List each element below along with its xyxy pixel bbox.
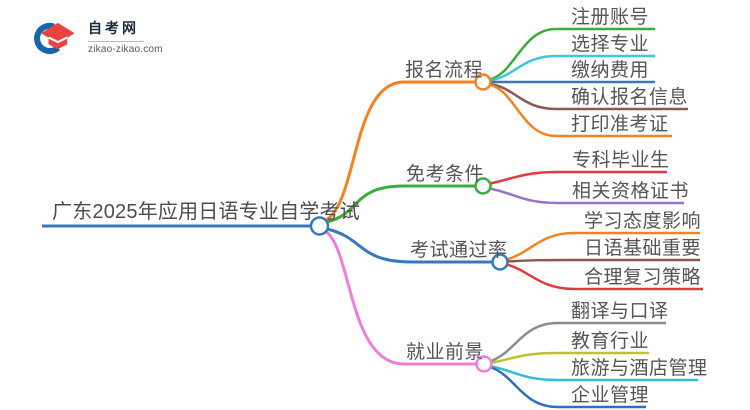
child-connector-lvyou — [490, 365, 698, 382]
child-label-dayin-zhunkaozheng: 打印准考证 — [571, 114, 669, 135]
branch-connector-jiuye — [324, 229, 476, 366]
child-connector-zhuanke — [489, 170, 667, 185]
logo-domain: zikao-zikao.com — [88, 43, 163, 55]
child-label-riyu-jichu: 日语基础重要 — [584, 238, 702, 259]
branch-node-circle-tongguolv — [491, 253, 509, 271]
child-label-xuexi-taidu: 学习态度影响 — [584, 211, 702, 232]
child-label-jiaoyu-hangye: 教育行业 — [571, 331, 650, 352]
branch-label-baoming-liucheng: 报名流程 — [405, 60, 484, 81]
branch-node-circle-baoming — [474, 73, 492, 91]
child-label-zhuce-zhanghao: 注册账号 — [571, 7, 650, 28]
child-connector-xiangguan — [489, 187, 684, 205]
branch-node-circle-jiuye — [475, 355, 493, 373]
child-label-lvyou-jiudian-guanli: 旅游与酒店管理 — [571, 358, 708, 379]
branch-connector-tongguolv — [326, 227, 493, 264]
child-label-zhuanke-biyesheng: 专科毕业生 — [572, 150, 670, 171]
child-connector-dayin — [489, 83, 672, 138]
child-label-fanyi-kouyi: 翻译与口译 — [571, 301, 669, 322]
child-connector-jiaoyu — [490, 351, 649, 365]
child-label-jiaona-feiyong: 缴纳费用 — [571, 60, 650, 81]
root-topic-label: 广东2025年应用日语专业自学考试 — [52, 201, 360, 223]
child-label-qiye-guanli: 企业管理 — [571, 385, 650, 406]
child-connector-queren — [489, 82, 688, 111]
branch-connector-miankao — [326, 184, 476, 224]
child-connector-jichu — [507, 258, 700, 263]
branch-label-jiuye-qianjing: 就业前景 — [406, 342, 485, 363]
logo-swoosh — [34, 22, 61, 55]
child-label-xiangguan-zigezhengshu: 相关资格证书 — [572, 181, 690, 202]
branch-label-kaoshi-tongguolv: 考试通过率 — [410, 240, 508, 261]
child-label-queren-baoming-xinxi: 确认报名信息 — [571, 87, 689, 108]
branch-label-miankao-tiaojian: 免考条件 — [406, 164, 485, 185]
child-connector-xuexi — [506, 231, 700, 261]
logo-title: 自考网 — [88, 19, 139, 36]
child-connector-fanyi — [490, 321, 666, 363]
branch-connector-baoming — [325, 80, 476, 222]
branch-node-circle-miankao — [474, 177, 492, 195]
child-connector-zhuce — [489, 27, 655, 81]
logo-cap-chevron — [48, 36, 68, 44]
child-label-xuanze-zhuanye: 选择专业 — [571, 34, 650, 55]
logo-divider — [88, 40, 144, 42]
graduation-cap-icon — [34, 22, 75, 55]
child-connector-fuxi — [506, 263, 703, 291]
child-connector-qiye — [490, 366, 646, 409]
child-label-heli-fuxi-celve: 合理复习策略 — [584, 267, 702, 288]
root-node-circle — [309, 216, 330, 236]
child-connector-xuanze — [489, 54, 655, 82]
site-logo: 自考网 zikao-zikao.com — [28, 8, 163, 64]
